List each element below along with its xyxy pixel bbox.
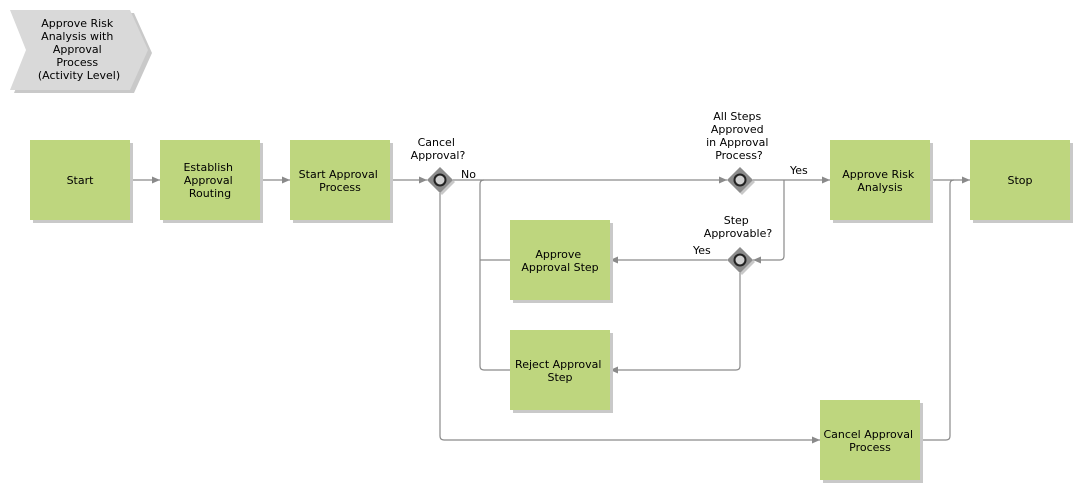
title-line: (Activity Level)	[38, 69, 120, 82]
svg-text:All Steps Approved: All Steps Approved in Approval Process?	[706, 110, 772, 162]
svg-text:Establish Approval: Establish Approval Routing	[183, 161, 236, 200]
gateway-label: Approvable?	[704, 227, 773, 240]
gateway-label: Step	[724, 214, 749, 227]
activity-start: Start	[30, 140, 133, 223]
activity-label: Process	[319, 181, 361, 194]
svg-text:Reject Approval Step: Reject Approval Step	[515, 358, 605, 384]
activity-label: Step	[547, 371, 572, 384]
activity-reject-approval-step: Reject Approval Step	[510, 330, 613, 413]
svg-text:Step Approvable?: Step Approvable?	[704, 214, 773, 240]
svg-text:Cancel Approval?: Cancel Approval?	[411, 136, 466, 162]
activity-label: Establish	[183, 161, 233, 174]
activity-label: Approval	[184, 174, 233, 187]
activity-approve-risk-analysis: Approve Risk Analysis	[830, 140, 933, 223]
svg-text:Stop: Stop	[1007, 174, 1032, 187]
edge-stepgw-rejectstep	[610, 273, 741, 374]
gateway-label: Approval?	[411, 149, 466, 162]
activity-label: Analysis	[857, 181, 903, 194]
activity-label: Reject Approval	[515, 358, 601, 371]
title-line: Approval	[53, 43, 102, 56]
activity-cancel-approval-process: Cancel Approval Process	[820, 400, 923, 483]
activity-label: Approve Risk	[842, 168, 915, 181]
edge-rejectstep-loop	[479, 179, 510, 371]
title-line: Analysis with	[41, 30, 113, 43]
activity-establish-approval-routing: Establish Approval Routing	[160, 140, 263, 223]
activity-label: Process	[849, 441, 891, 454]
svg-text:Cancel Approval Process: Cancel Approval Process	[823, 428, 916, 454]
gateway-label: All Steps	[713, 110, 761, 123]
edge-cancelprocess-stop	[920, 179, 955, 441]
activity-label: Start Approval	[299, 168, 378, 181]
activity-label: Approve	[535, 248, 581, 261]
gateway-label: in Approval	[706, 136, 768, 149]
activity-label: Approval Step	[521, 261, 598, 274]
title-line: Approve Risk	[41, 17, 114, 30]
activity-label: Start	[67, 174, 95, 187]
activity-start-approval-process: Start Approval Process	[290, 140, 393, 223]
svg-text:Approve Risk Analysis: Approve Risk Analysis	[842, 168, 918, 194]
gateway-step-approvable: Step Approvable?	[704, 214, 773, 275]
gateway-all-steps-approved: All Steps Approved in Approval Process?	[706, 110, 772, 195]
title-chevron: Approve Risk Analysis with Approval Proc…	[10, 10, 152, 93]
activity-label: Routing	[189, 187, 231, 200]
gateway-label: Approved	[711, 123, 764, 136]
activity-label: Stop	[1007, 174, 1032, 187]
gateway-cancel-approval: Cancel Approval?	[411, 136, 466, 195]
title-line: Process	[56, 56, 98, 69]
edge-allsteps-stepgw	[753, 180, 785, 264]
activity-approve-approval-step: Approve Approval Step	[510, 220, 613, 303]
activity-stop: Stop	[970, 140, 1073, 223]
edge-label-yes-step: Yes	[692, 244, 711, 257]
edge-cancelgw-cancelprocess	[439, 193, 820, 444]
svg-text:Start Approval Process: Start Approval Process	[299, 168, 382, 194]
edge-label-no: No	[461, 168, 476, 181]
svg-text:Approve Risk Analysis wi: Approve Risk Analysis with Approval Proc…	[38, 17, 120, 82]
svg-text:Start: Start	[67, 174, 95, 187]
gateway-label: Process?	[715, 149, 763, 162]
gateway-label: Cancel	[418, 136, 455, 149]
activity-label: Cancel Approval	[823, 428, 913, 441]
svg-text:Approve Approval Step: Approve Approval Step	[521, 248, 598, 274]
edge-label-yes-all-steps: Yes	[789, 164, 808, 177]
edges	[130, 176, 970, 444]
